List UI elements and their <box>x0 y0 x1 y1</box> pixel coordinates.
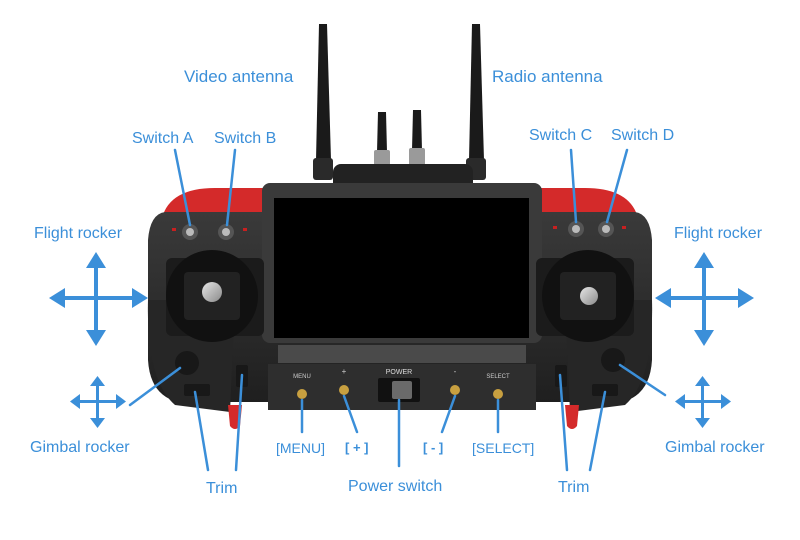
leader-switch-b <box>225 148 237 227</box>
flight-rocker-right-label: Flight rocker <box>674 225 763 242</box>
minus-button-label: [ - ] <box>423 440 444 455</box>
flight-rocker-left-label: Flight rocker <box>34 225 123 242</box>
switch-a-label: Switch A <box>132 130 194 147</box>
select-button-label: [SELECT] <box>472 440 535 456</box>
display-screen <box>274 198 529 338</box>
leader-switch-c <box>569 148 578 224</box>
radio-antenna-label: Radio antenna <box>492 67 603 86</box>
leader-trim-left-1 <box>193 390 210 472</box>
flight-rocker-left-arrows-icon <box>49 252 148 346</box>
switch-b-toggle[interactable] <box>218 224 234 240</box>
gimbal-rocker-left-arrows-icon <box>70 376 126 428</box>
leader-plus <box>342 394 359 434</box>
power-switch-slider[interactable] <box>392 381 412 399</box>
right-flight-stick[interactable] <box>580 287 598 305</box>
panel-select-text: SELECT <box>486 374 510 380</box>
switch-c-toggle[interactable] <box>568 221 584 237</box>
panel-plus-text: + <box>342 367 347 376</box>
left-flight-stick[interactable] <box>202 282 222 302</box>
switch-d-toggle[interactable] <box>598 221 614 237</box>
minus-button-knob[interactable] <box>450 385 460 395</box>
left-red-accent <box>162 188 270 218</box>
panel-power-text: POWER <box>386 369 412 376</box>
switch-a-toggle[interactable] <box>182 224 198 240</box>
leader-trim-left-2 <box>234 373 244 472</box>
gimbal-rocker-left-label: Gimbal rocker <box>30 439 130 456</box>
brand-strip <box>278 345 526 363</box>
plus-button-knob[interactable] <box>339 385 349 395</box>
plus-button-label: [ + ] <box>345 440 369 455</box>
left-gimbal-rocker[interactable] <box>175 351 199 375</box>
gimbal-rocker-right-arrows-icon <box>675 376 731 428</box>
leader-switch-a <box>173 148 192 227</box>
gimbal-rocker-right-label: Gimbal rocker <box>665 439 765 456</box>
right-foot <box>565 405 579 429</box>
right-gimbal-rocker[interactable] <box>601 348 625 372</box>
trim-right-label: Trim <box>558 479 590 496</box>
flight-rocker-right-arrows-icon <box>655 252 754 346</box>
leader-switch-d <box>605 148 629 224</box>
menu-button-label: [MENU] <box>276 440 325 456</box>
leader-gimbal-right <box>618 363 667 397</box>
leader-trim-right-1 <box>558 373 569 472</box>
panel-minus-text: - <box>454 367 457 376</box>
radio-antenna <box>466 24 486 180</box>
leader-gimbal-left <box>128 366 182 407</box>
video-antenna <box>313 24 333 180</box>
switch-b-label: Switch B <box>214 130 277 147</box>
panel-menu-text: MENU <box>293 374 311 380</box>
video-antenna-label: Video antenna <box>184 67 294 86</box>
leader-trim-right-2 <box>588 390 607 472</box>
leader-lines <box>128 148 667 472</box>
power-switch-label: Power switch <box>348 478 443 495</box>
leader-minus <box>440 394 457 434</box>
select-button-knob[interactable] <box>493 389 503 399</box>
switch-c-label: Switch C <box>529 127 593 144</box>
switch-d-label: Switch D <box>611 127 675 144</box>
menu-button-knob[interactable] <box>297 389 307 399</box>
trim-left-label: Trim <box>206 480 238 497</box>
